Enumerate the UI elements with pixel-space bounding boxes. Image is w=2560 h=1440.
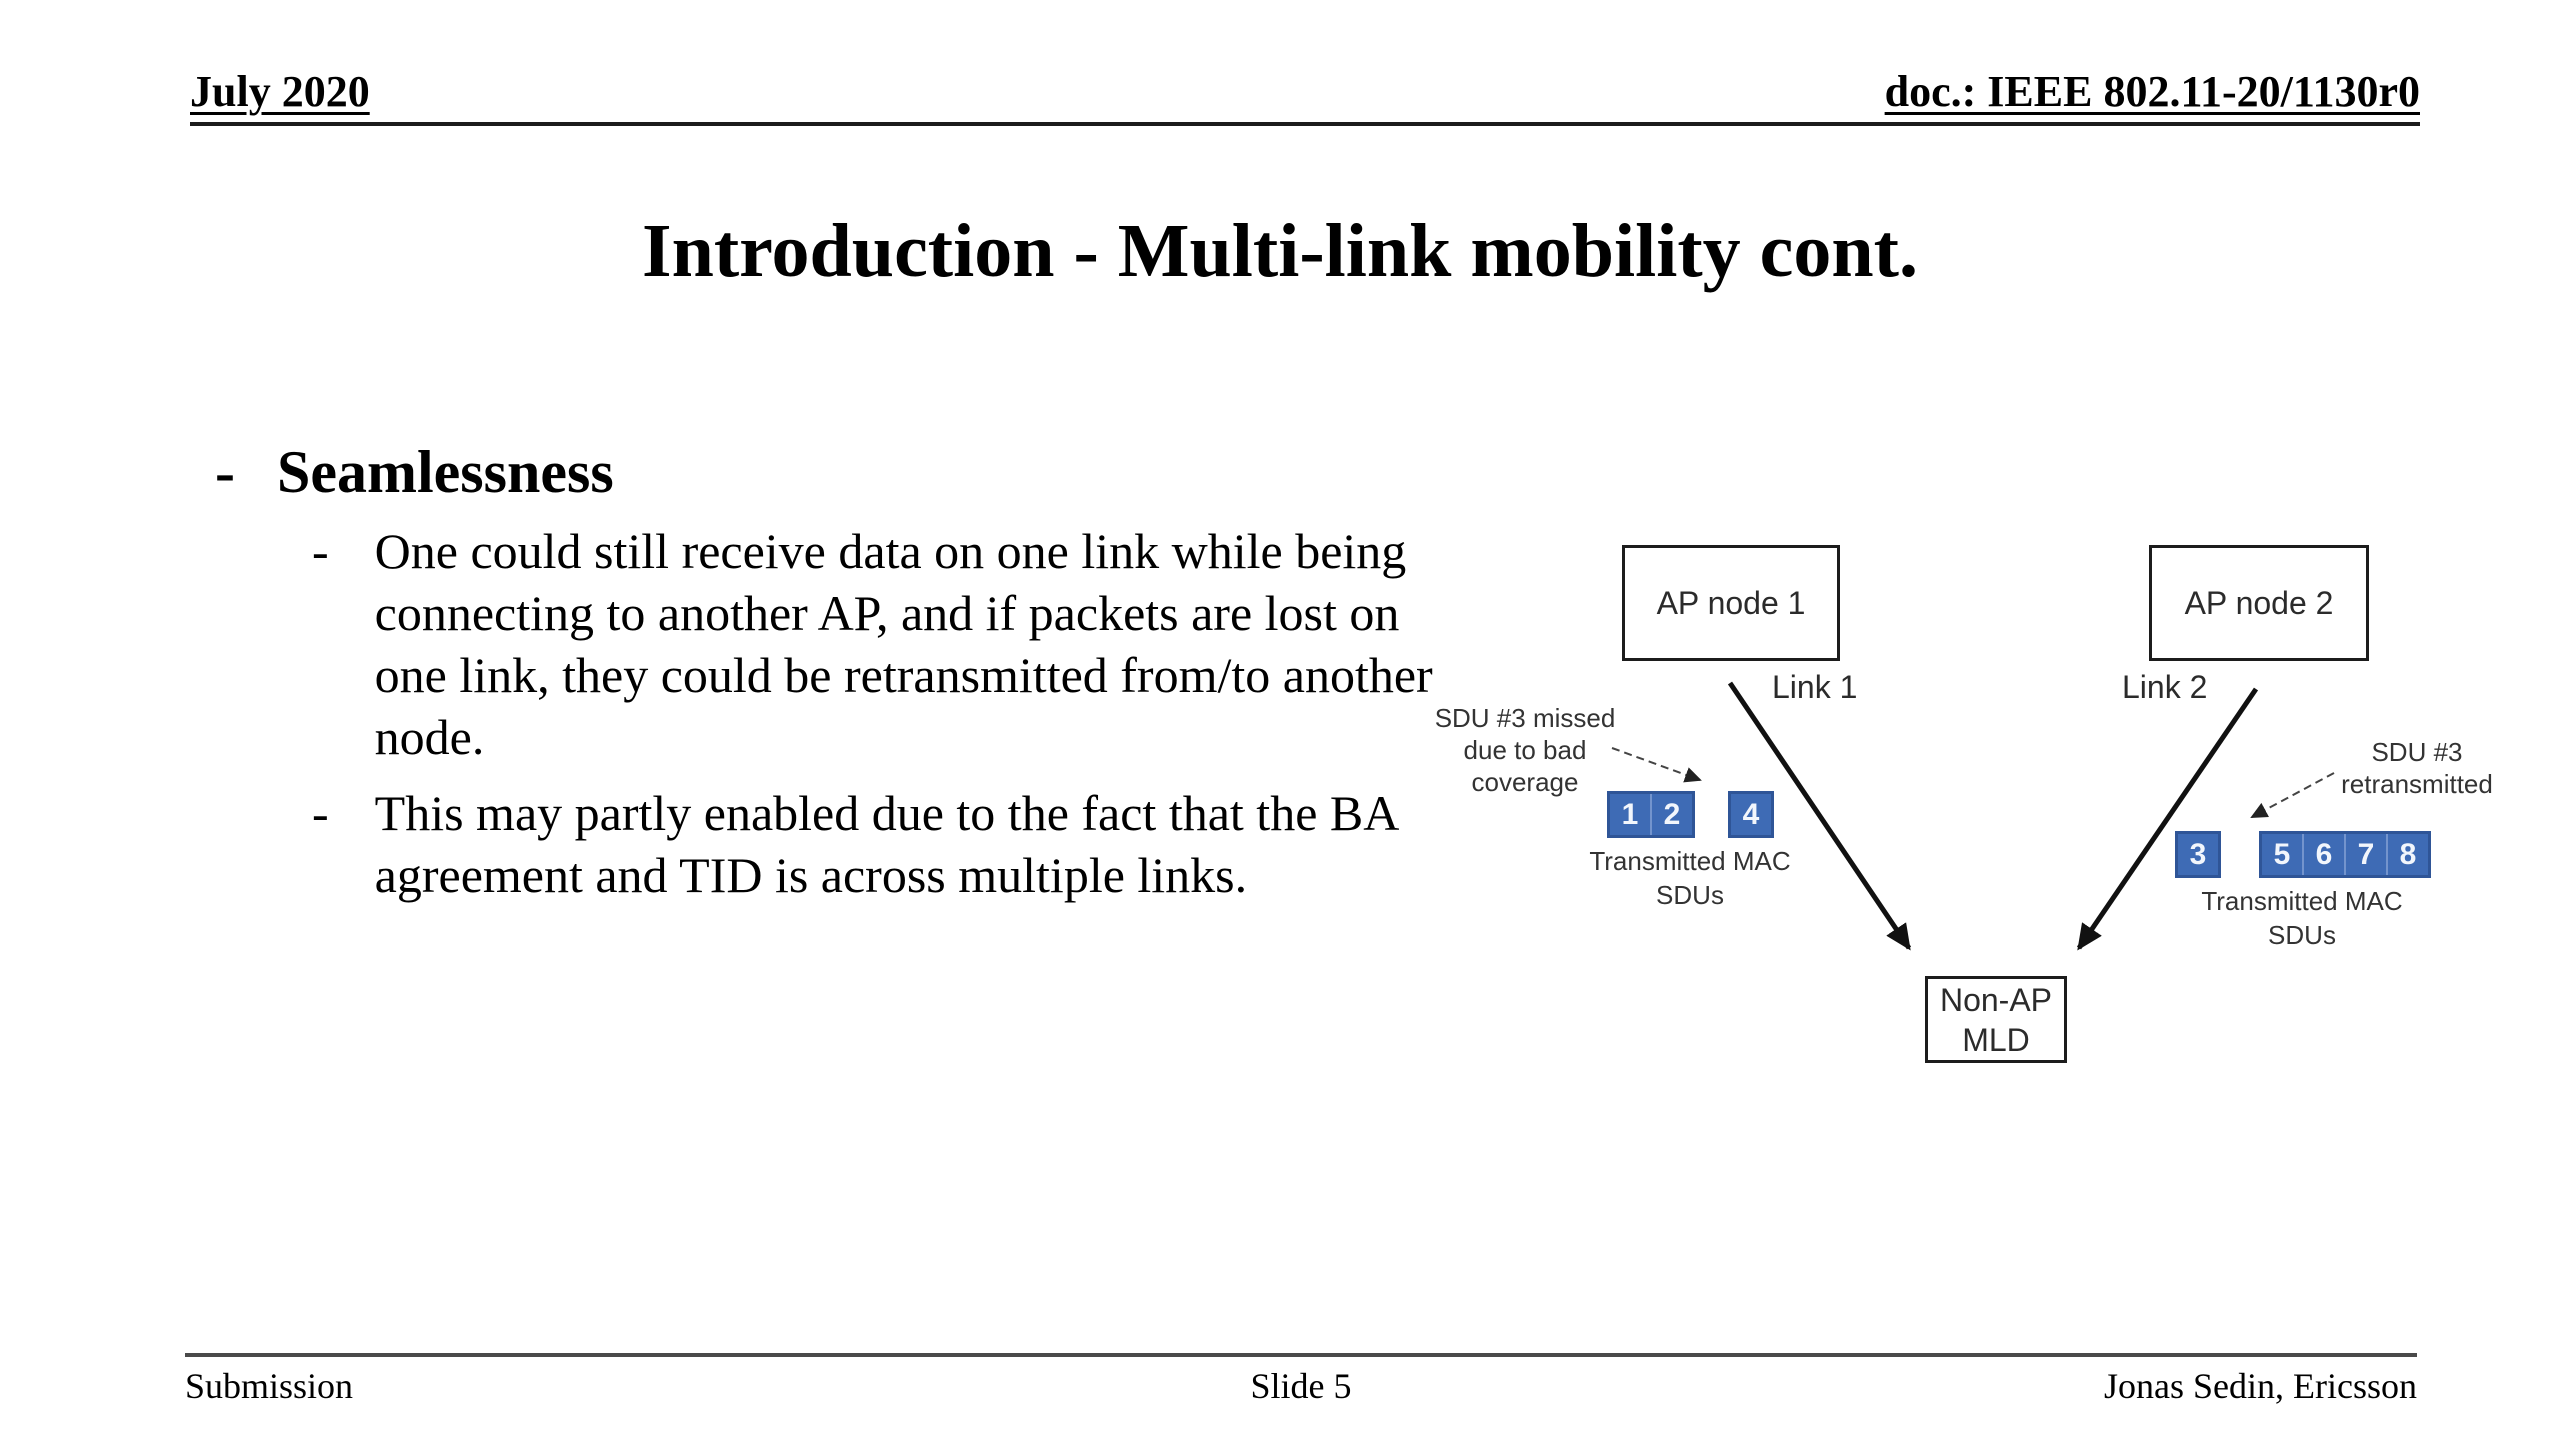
sdu-cell-1: 1 — [1610, 794, 1650, 835]
right-annotation-line2: retransmitted — [2341, 769, 2493, 799]
link-2-label: Link 2 — [2122, 669, 2208, 705]
footer: Submission Slide 5 Jonas Sedin, Ericsson — [185, 1353, 2417, 1408]
page-title: Introduction - Multi-link mobility cont. — [642, 209, 1918, 293]
header-doc-id: doc.: IEEE 802.11-20/1130r0 — [1884, 67, 2420, 116]
footer-slide-number: Slide 5 — [1250, 1366, 1352, 1406]
left-annotation: SDU #3 missed due to bad coverage — [1405, 702, 1645, 798]
left-sdu-caption-line2: SDUs — [1656, 880, 1724, 910]
bullet-dash: - — [312, 785, 329, 841]
bullet-label: Seamlessness — [276, 439, 614, 505]
sdu-cell-8: 8 — [2386, 834, 2428, 875]
ap-node-1-box: AP node 1 — [1622, 545, 1840, 661]
left-annotation-line3: coverage — [1471, 767, 1579, 797]
right-sdu-group: 5 6 7 8 — [2259, 831, 2431, 878]
non-ap-mld-line1: Non-AP — [1939, 981, 2053, 1018]
right-sdu-caption-line2: SDUs — [2268, 920, 2336, 950]
right-sdu-caption-line1: Transmitted MAC — [2201, 886, 2403, 916]
ap-node-2-box: AP node 2 — [2149, 545, 2369, 661]
non-ap-mld-line2: MLD — [1962, 1021, 2030, 1058]
sdu-cell-3: 3 — [2178, 834, 2218, 875]
left-sdu-group: 1 2 — [1607, 791, 1695, 838]
sdu-cell-2: 2 — [1650, 794, 1692, 835]
footer-author: Jonas Sedin, Ericsson — [2104, 1366, 2417, 1406]
ap-node-1-label: AP node 1 — [1656, 585, 1806, 621]
sub-bullet-2: - This may partly enabled due to the fac… — [312, 782, 1435, 906]
bullet-dash: - — [215, 439, 235, 505]
sub-bullet-2-text: This may partly enabled due to the fact … — [374, 785, 1397, 903]
bullet-seamlessness: - Seamlessness — [215, 436, 614, 508]
link-1-label: Link 1 — [1772, 669, 1858, 705]
right-annotation: SDU #3 retransmitted — [2297, 736, 2537, 800]
ap-node-2-label: AP node 2 — [2184, 585, 2334, 621]
sdu-cell-4: 4 — [1731, 794, 1771, 835]
non-ap-mld-box: Non-AP MLD — [1925, 976, 2067, 1063]
right-sdu-single: 3 — [2175, 831, 2221, 878]
left-annotation-line2: due to bad — [1463, 735, 1587, 765]
sdu-cell-7: 7 — [2344, 834, 2386, 875]
left-annotation-line1: SDU #3 missed — [1434, 703, 1616, 733]
header-date: July 2020 — [190, 67, 370, 116]
left-sdu-single: 4 — [1728, 791, 1774, 838]
sdu-cell-5: 5 — [2262, 834, 2302, 875]
right-sdu-caption: Transmitted MAC SDUs — [2177, 884, 2427, 952]
bullet-dash: - — [312, 523, 329, 579]
right-annotation-line1: SDU #3 — [2371, 737, 2463, 767]
sub-bullet-1: - One could still receive data on one li… — [312, 520, 1435, 768]
footer-submission: Submission — [185, 1366, 354, 1406]
header: July 2020 doc.: IEEE 802.11-20/1130r0 — [190, 66, 2420, 126]
left-sdu-caption: Transmitted MAC SDUs — [1565, 844, 1815, 912]
sub-bullet-1-text: One could still receive data on one link… — [374, 523, 1433, 765]
sdu-cell-6: 6 — [2302, 834, 2344, 875]
left-sdu-caption-line1: Transmitted MAC — [1589, 846, 1791, 876]
